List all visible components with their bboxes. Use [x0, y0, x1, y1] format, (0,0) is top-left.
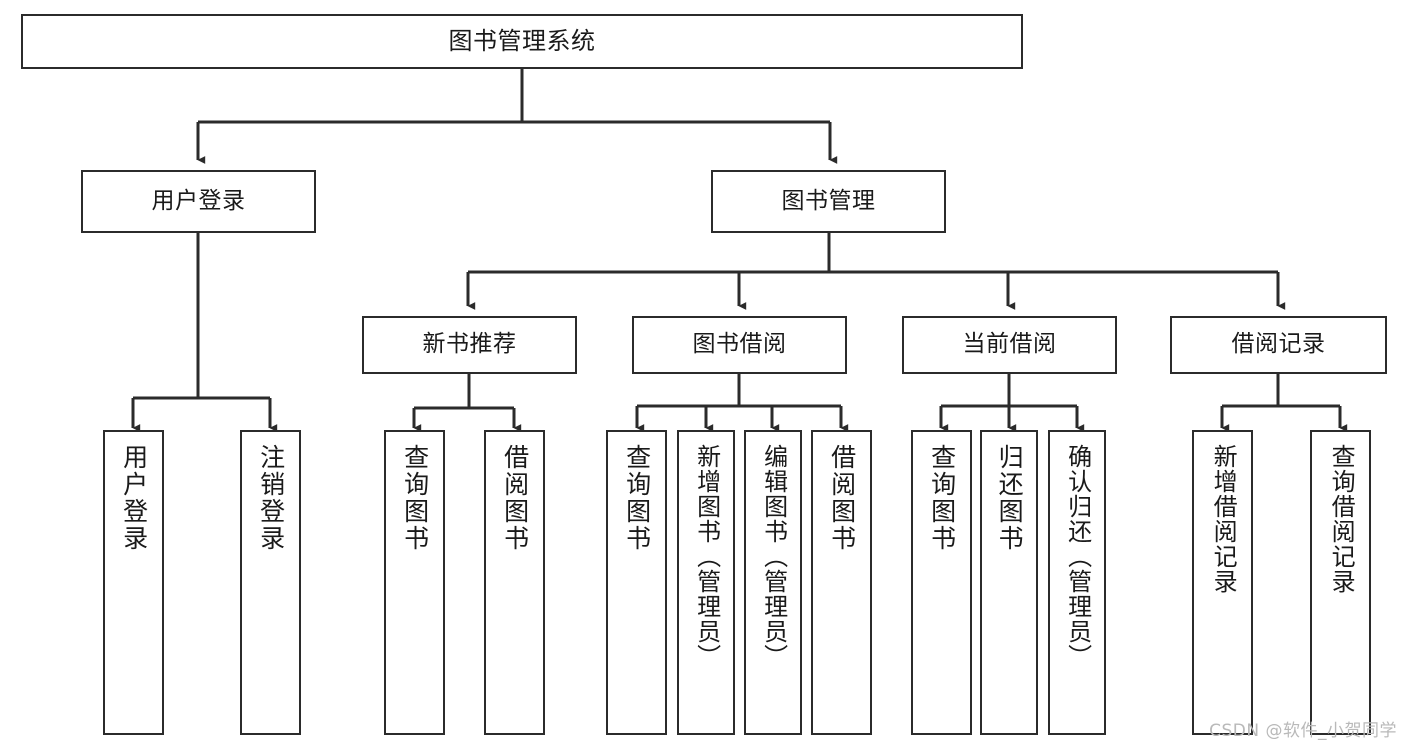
leaf-current-borrow-return-book[interactable]: 归还图书: [980, 430, 1038, 735]
leaf-current-borrow-confirm-return-admin[interactable]: 确认归还（管理员）: [1048, 430, 1106, 735]
node-user-login[interactable]: 用户登录: [81, 170, 316, 233]
leaf-book-borrow-add-book-admin[interactable]: 新增图书（管理员）: [677, 430, 735, 735]
node-book-management[interactable]: 图书管理: [711, 170, 946, 233]
leaf-new-book-query-book[interactable]: 查询图书: [384, 430, 445, 735]
leaf-new-book-borrow-book[interactable]: 借阅图书: [484, 430, 545, 735]
node-label: 归还图书: [995, 444, 1025, 552]
node-label: 用户登录: [151, 187, 246, 214]
node-label: 注销登录: [256, 444, 286, 552]
node-label: 查询图书: [400, 444, 430, 552]
node-label: 用户登录: [119, 444, 149, 552]
node-label: 查询图书: [927, 444, 957, 552]
node-label: 新增图书（管理员）: [692, 444, 721, 669]
leaf-book-borrow-edit-book-admin[interactable]: 编辑图书（管理员）: [744, 430, 802, 735]
node-label: 借阅记录: [1231, 331, 1326, 358]
node-label: 当前借阅: [962, 331, 1057, 358]
leaf-book-borrow-query-book[interactable]: 查询图书: [606, 430, 667, 735]
node-root-system[interactable]: 图书管理系统: [21, 14, 1023, 69]
node-borrow-record[interactable]: 借阅记录: [1170, 316, 1387, 374]
node-label: 借阅图书: [500, 444, 530, 552]
node-label: 新书推荐: [422, 331, 517, 358]
node-label: 借阅图书: [827, 444, 857, 552]
node-label: 查询图书: [622, 444, 652, 552]
node-label: 确认归还（管理员）: [1063, 444, 1092, 669]
node-label: 新增借阅记录: [1209, 444, 1238, 594]
node-current-borrow[interactable]: 当前借阅: [902, 316, 1117, 374]
node-label: 图书管理系统: [448, 27, 596, 56]
node-label: 编辑图书（管理员）: [759, 444, 788, 669]
leaf-current-borrow-query-book[interactable]: 查询图书: [911, 430, 972, 735]
leaf-book-borrow-borrow-book[interactable]: 借阅图书: [811, 430, 872, 735]
leaf-borrow-record-query-record[interactable]: 查询借阅记录: [1310, 430, 1371, 735]
node-book-borrow[interactable]: 图书借阅: [632, 316, 847, 374]
node-label: 图书管理: [781, 187, 876, 214]
leaf-borrow-record-add-record[interactable]: 新增借阅记录: [1192, 430, 1253, 735]
leaf-user-login-login[interactable]: 用户登录: [103, 430, 164, 735]
node-label: 图书借阅: [692, 331, 787, 358]
node-label: 查询借阅记录: [1327, 444, 1356, 594]
watermark-text: CSDN @软件_小贺同学: [1209, 721, 1397, 741]
node-new-book-recommend[interactable]: 新书推荐: [362, 316, 577, 374]
leaf-user-login-logout[interactable]: 注销登录: [240, 430, 301, 735]
